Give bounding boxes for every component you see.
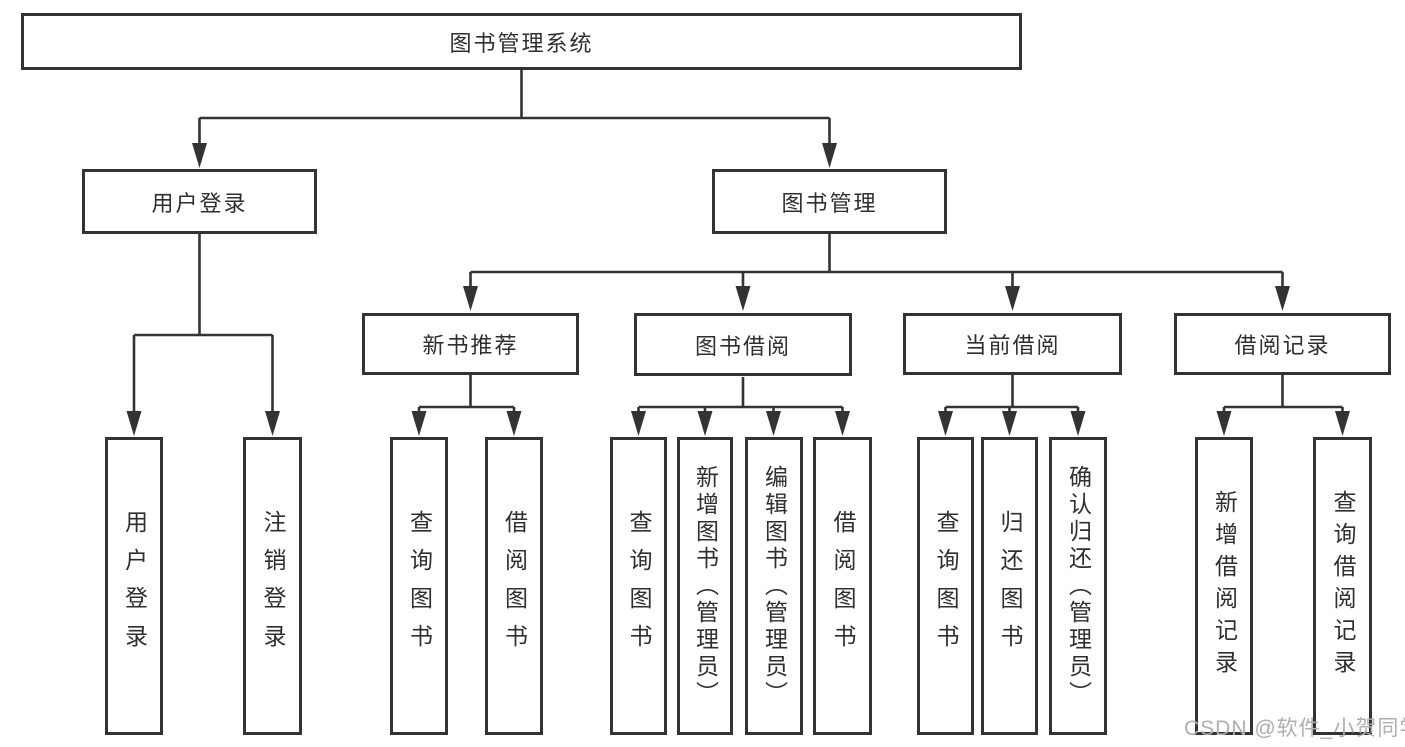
- node-logout: 注销登录: [243, 437, 302, 735]
- node-new-book-recommend: 新书推荐: [362, 313, 579, 375]
- node-user-login-group: 用户登录: [82, 169, 317, 234]
- node-user-login: 用户登录: [105, 437, 163, 735]
- node-library-management-system: 图书管理系统: [21, 13, 1022, 70]
- node-query-books-borrow: 查询图书: [610, 437, 667, 735]
- node-borrow-books-recommend: 借阅图书: [485, 437, 543, 735]
- node-book-management: 图书管理: [712, 169, 947, 234]
- node-add-book-admin: 新增图书（管理员）: [677, 437, 733, 735]
- node-query-books-current: 查询图书: [917, 437, 974, 735]
- node-query-borrow-record: 查询借阅记录: [1313, 437, 1372, 735]
- node-borrow-books: 借阅图书: [813, 437, 872, 735]
- node-query-books-recommend: 查询图书: [390, 437, 448, 735]
- node-borrowing-records: 借阅记录: [1174, 313, 1391, 375]
- node-add-borrow-record: 新增借阅记录: [1195, 437, 1253, 735]
- node-confirm-return-admin: 确认归还（管理员）: [1049, 437, 1107, 735]
- node-book-borrowing: 图书借阅: [634, 313, 852, 376]
- node-return-books: 归还图书: [981, 437, 1038, 735]
- node-current-borrowing: 当前借阅: [903, 313, 1122, 375]
- node-edit-book-admin: 编辑图书（管理员）: [745, 437, 803, 735]
- csdn-watermark: CSDN @软件_小贺同学: [1184, 717, 1405, 740]
